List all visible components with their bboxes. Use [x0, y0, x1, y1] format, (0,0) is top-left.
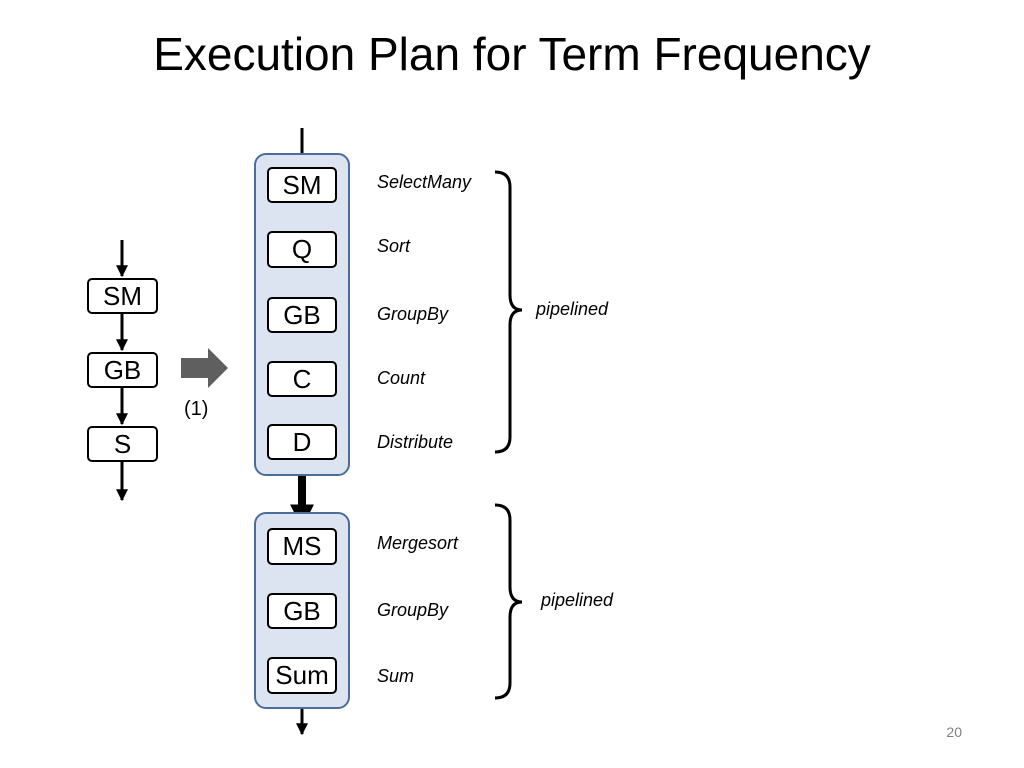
- s1-node-sort: Q: [267, 231, 337, 268]
- s2-label-mergesort: Mergesort: [377, 533, 459, 553]
- brace-stage2: [494, 503, 523, 700]
- transform-arrow-icon: [181, 348, 228, 388]
- orig-node-selectmany: SM: [87, 278, 158, 314]
- s1-label-sort: Sort: [377, 236, 411, 256]
- s2-node-mergesort: MS: [267, 528, 337, 565]
- s2-label-groupby: GroupBy: [377, 600, 449, 620]
- s1-node-groupby: GB: [267, 297, 337, 333]
- s1-node-selectmany: SM: [267, 167, 337, 203]
- s1-node-count: C: [267, 361, 337, 397]
- s2-label-sum: Sum: [377, 666, 415, 686]
- s2-node-groupby: GB: [267, 593, 337, 629]
- s1-label-selectmany: SelectMany: [377, 172, 472, 192]
- orig-node-groupby: GB: [87, 352, 158, 388]
- s1-label-distribute: Distribute: [377, 432, 454, 452]
- s1-label-count: Count: [377, 368, 426, 388]
- slide-title: Execution Plan for Term Frequency: [153, 28, 871, 80]
- orig-node-sum: S: [87, 426, 158, 462]
- page-number: 20: [946, 724, 962, 740]
- s2-node-sum: Sum: [267, 657, 337, 694]
- step-label: (1): [184, 398, 209, 420]
- s1-label-groupby: GroupBy: [377, 304, 449, 324]
- stage1-pipelined-label: pipelined: [536, 299, 609, 319]
- s1-node-distribute: D: [267, 424, 337, 460]
- brace-stage1: [494, 170, 523, 454]
- stage2-pipelined-label: pipelined: [541, 590, 614, 610]
